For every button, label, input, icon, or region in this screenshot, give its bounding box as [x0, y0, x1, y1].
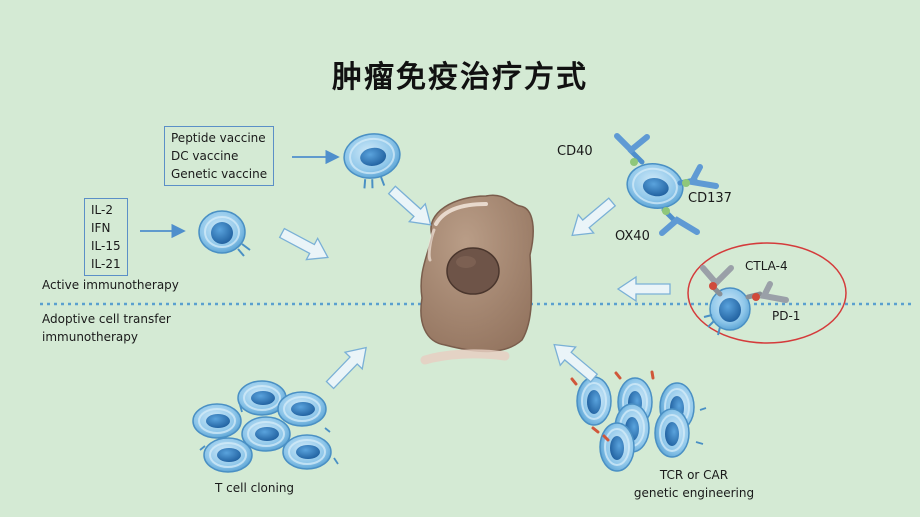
cytokine-il21: IL-21 [91, 257, 121, 271]
hollow-arrow-costim [563, 192, 621, 246]
cytokine-il2: IL-2 [91, 203, 113, 217]
cytokine-il15: IL-15 [91, 239, 121, 253]
tcr-car-cell-cluster [570, 370, 707, 472]
vaccine-genetic: Genetic vaccine [171, 167, 268, 181]
hollow-arrow-active [275, 221, 335, 269]
adoptive-label-line1: Adoptive cell transfer [42, 312, 171, 326]
ctla4-label: CTLA-4 [745, 259, 788, 273]
checkpoint-highlight-circle [687, 242, 847, 344]
tcr-car-label-line1: TCR or CAR [659, 468, 729, 482]
page-title: 肿瘤免疫治疗方式 [332, 60, 588, 95]
active-immunotherapy-label: Active immunotherapy [42, 278, 179, 292]
dc-cell [340, 129, 404, 189]
adoptive-label-line2: immunotherapy [42, 330, 138, 344]
vaccine-box: Peptide vaccine DC vaccine Genetic vacci… [164, 126, 275, 186]
cd137-label: CD137 [688, 191, 732, 206]
costim-cell [614, 133, 719, 236]
cytokine-box: IL-2 IFN IL-15 IL-21 [84, 198, 128, 276]
cd40-label: CD40 [557, 144, 593, 159]
vaccine-dc: DC vaccine [171, 149, 239, 163]
t-cell-cloning-label: T cell cloning [215, 481, 295, 495]
cytokine-ifn: IFN [91, 221, 111, 235]
tcr-car-label-line2: genetic engineering [633, 486, 755, 500]
pd1-label: PD-1 [772, 309, 801, 323]
tumor-cell [420, 194, 534, 365]
checkpoint-cell [700, 265, 789, 336]
ox40-label: OX40 [615, 229, 650, 244]
hollow-arrow-cloning [320, 338, 376, 394]
hollow-arrow-checkpoint [617, 276, 671, 302]
t-cell-active [198, 210, 251, 257]
t-cell-cloning-cluster [192, 380, 339, 473]
vaccine-peptide: Peptide vaccine [171, 131, 266, 145]
